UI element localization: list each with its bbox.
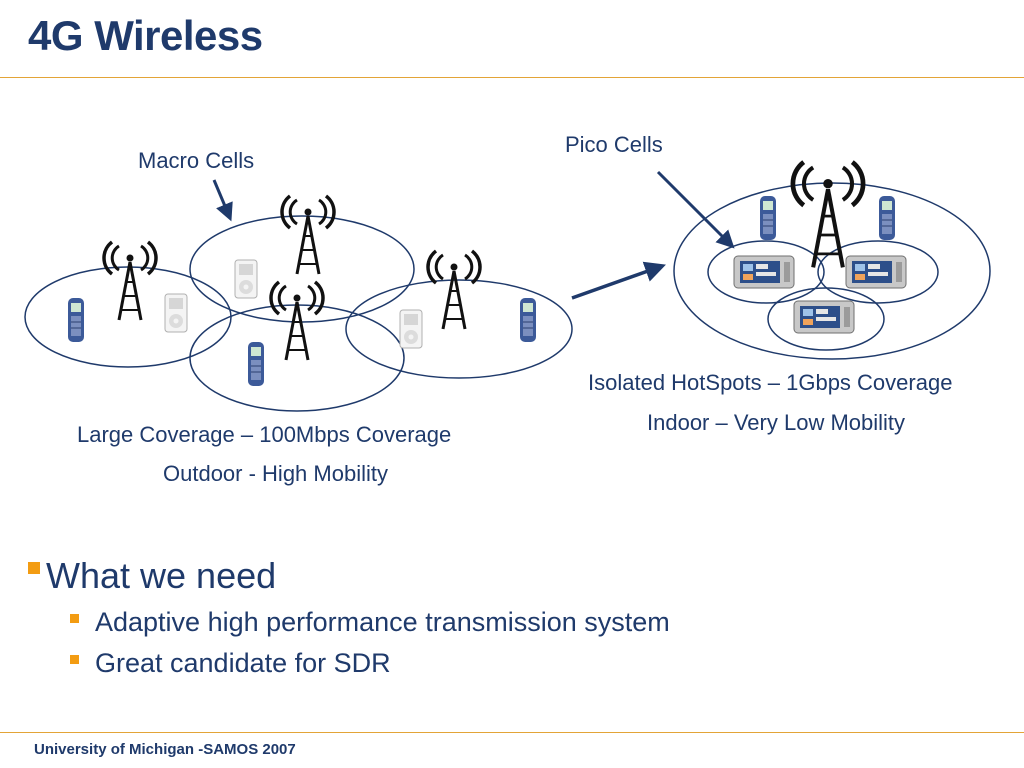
macro-caption-coverage: Large Coverage – 100Mbps Coverage	[77, 422, 452, 447]
pico-cells-label: Pico Cells	[565, 132, 663, 157]
pico-cell-3	[767, 287, 885, 351]
bullet-list: What we need Adaptive high performance t…	[28, 555, 670, 679]
cell-phone-icon	[759, 195, 777, 241]
pico-cells-group	[673, 162, 991, 360]
antenna-icon	[426, 249, 482, 331]
macro-cell-4	[345, 279, 573, 379]
music-player-icon	[164, 293, 188, 333]
slide-title: 4G Wireless	[28, 12, 263, 59]
pico-cell-1	[707, 240, 825, 304]
macro-cell-2	[189, 215, 415, 323]
pico-caption-mobility: Indoor – Very Low Mobility	[647, 410, 906, 435]
bullet-item: Great candidate for SDR	[70, 648, 670, 679]
bullet-square-icon	[70, 655, 79, 664]
pico-pointer-arrow	[656, 170, 735, 249]
bullet-square-icon	[70, 614, 79, 623]
bullet-square-icon	[28, 562, 40, 574]
pda-device-icon	[793, 300, 855, 334]
macro-pointer-arrow	[212, 179, 233, 222]
macro-caption-mobility: Outdoor - High Mobility	[163, 461, 388, 486]
pico-caption-coverage: Isolated HotSpots – 1Gbps Coverage	[588, 370, 953, 395]
transition-arrow	[571, 261, 666, 300]
slide-footer: University of Michigan -SAMOS 2007	[34, 741, 296, 758]
bullet-item-text: Great candidate for SDR	[95, 648, 391, 678]
pico-cell-2	[817, 240, 939, 304]
macro-cells-label: Macro Cells	[138, 148, 254, 173]
cell-phone-icon	[247, 341, 265, 387]
macro-cells-group	[24, 194, 573, 412]
bullet-item-text: Adaptive high performance transmission s…	[95, 607, 670, 637]
bullet-item: Adaptive high performance transmission s…	[70, 607, 670, 638]
title-divider	[0, 77, 1024, 78]
antenna-icon	[793, 162, 863, 267]
pda-device-icon	[845, 255, 907, 289]
footer-divider	[0, 732, 1024, 733]
music-player-icon	[234, 259, 258, 299]
cell-phone-icon	[519, 297, 537, 343]
cell-phone-icon	[878, 195, 896, 241]
bullet-heading: What we need	[28, 555, 670, 597]
antenna-icon	[102, 240, 158, 322]
macro-cell-3	[189, 304, 405, 412]
music-player-icon	[399, 309, 423, 349]
network-diagram: Macro Cells Pico Cells	[24, 132, 991, 412]
bullet-heading-text: What we need	[46, 555, 277, 596]
antenna-icon	[280, 194, 336, 276]
cell-phone-icon	[67, 297, 85, 343]
pda-device-icon	[733, 255, 795, 289]
